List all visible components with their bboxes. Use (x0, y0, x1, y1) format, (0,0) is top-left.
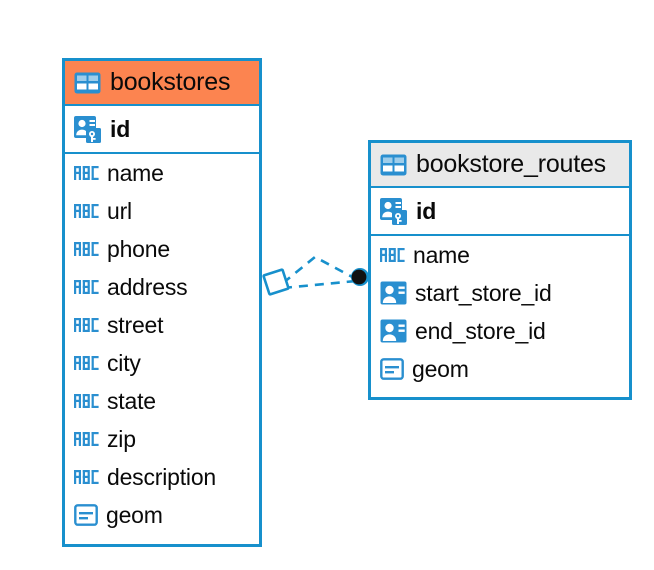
abc-icon (74, 242, 99, 256)
field-label-zip: zip (107, 425, 136, 452)
field-label-geom: geom (412, 355, 469, 382)
filled-circle-marker (351, 268, 369, 286)
field-row-phone[interactable]: phone (65, 230, 259, 268)
field-row-url[interactable]: url (65, 192, 259, 230)
abc-icon (74, 204, 99, 218)
abc-icon (74, 166, 99, 180)
table-icon (380, 154, 407, 175)
abc-icon (74, 394, 99, 408)
field-row-id[interactable]: id (65, 106, 259, 152)
geometry-icon (380, 358, 404, 380)
field-label-id: id (416, 197, 437, 224)
primary-key-icon (74, 116, 101, 143)
field-label-description: description (107, 463, 217, 490)
field-row-geom[interactable]: geom (371, 350, 629, 388)
primary-key-icon (380, 198, 407, 225)
relationship-line-upper (282, 255, 357, 285)
field-label-url: url (107, 197, 132, 224)
field-row-name[interactable]: name (371, 236, 629, 274)
entity-bookstore-routes[interactable]: bookstore_routes id (368, 140, 632, 400)
field-label-city: city (107, 349, 141, 376)
field-row-street[interactable]: street (65, 306, 259, 344)
primary-key-group-bookstore-routes: id (371, 188, 629, 236)
field-list-bookstores: name url (65, 154, 259, 534)
entity-header-bookstores[interactable]: bookstores (65, 61, 259, 106)
relationship-line-lower (282, 279, 357, 290)
field-label-address: address (107, 273, 188, 300)
abc-icon (380, 248, 405, 262)
field-list-bookstore-routes: name start_store_id (371, 236, 629, 388)
diamond-outline-marker (262, 268, 290, 296)
field-row-address[interactable]: address (65, 268, 259, 306)
field-row-end-store-id[interactable]: end_store_id (371, 312, 629, 350)
field-row-state[interactable]: state (65, 382, 259, 420)
field-label-street: street (107, 311, 164, 338)
entity-bookstores[interactable]: bookstores id (62, 58, 262, 547)
field-row-start-store-id[interactable]: start_store_id (371, 274, 629, 312)
abc-icon (74, 356, 99, 370)
field-label-end-store-id: end_store_id (415, 317, 546, 344)
field-row-id[interactable]: id (371, 188, 629, 234)
field-row-description[interactable]: description (65, 458, 259, 496)
abc-icon (74, 470, 99, 484)
entity-title-bookstore-routes: bookstore_routes (416, 150, 606, 178)
field-row-name[interactable]: name (65, 154, 259, 192)
foreign-key-icon (380, 281, 407, 305)
field-row-city[interactable]: city (65, 344, 259, 382)
field-label-name: name (413, 241, 470, 268)
entity-header-bookstore-routes[interactable]: bookstore_routes (371, 143, 629, 188)
field-label-phone: phone (107, 235, 170, 262)
entity-title-bookstores: bookstores (110, 68, 231, 96)
geometry-icon (74, 504, 98, 526)
field-label-state: state (107, 387, 156, 414)
field-label-geom: geom (106, 501, 163, 528)
abc-icon (74, 318, 99, 332)
field-label-start-store-id: start_store_id (415, 279, 552, 306)
field-row-zip[interactable]: zip (65, 420, 259, 458)
field-label-id: id (110, 115, 131, 142)
field-row-geom[interactable]: geom (65, 496, 259, 534)
abc-icon (74, 280, 99, 294)
field-label-name: name (107, 159, 164, 186)
primary-key-group-bookstores: id (65, 106, 259, 154)
table-icon (74, 72, 101, 93)
foreign-key-icon (380, 319, 407, 343)
abc-icon (74, 432, 99, 446)
